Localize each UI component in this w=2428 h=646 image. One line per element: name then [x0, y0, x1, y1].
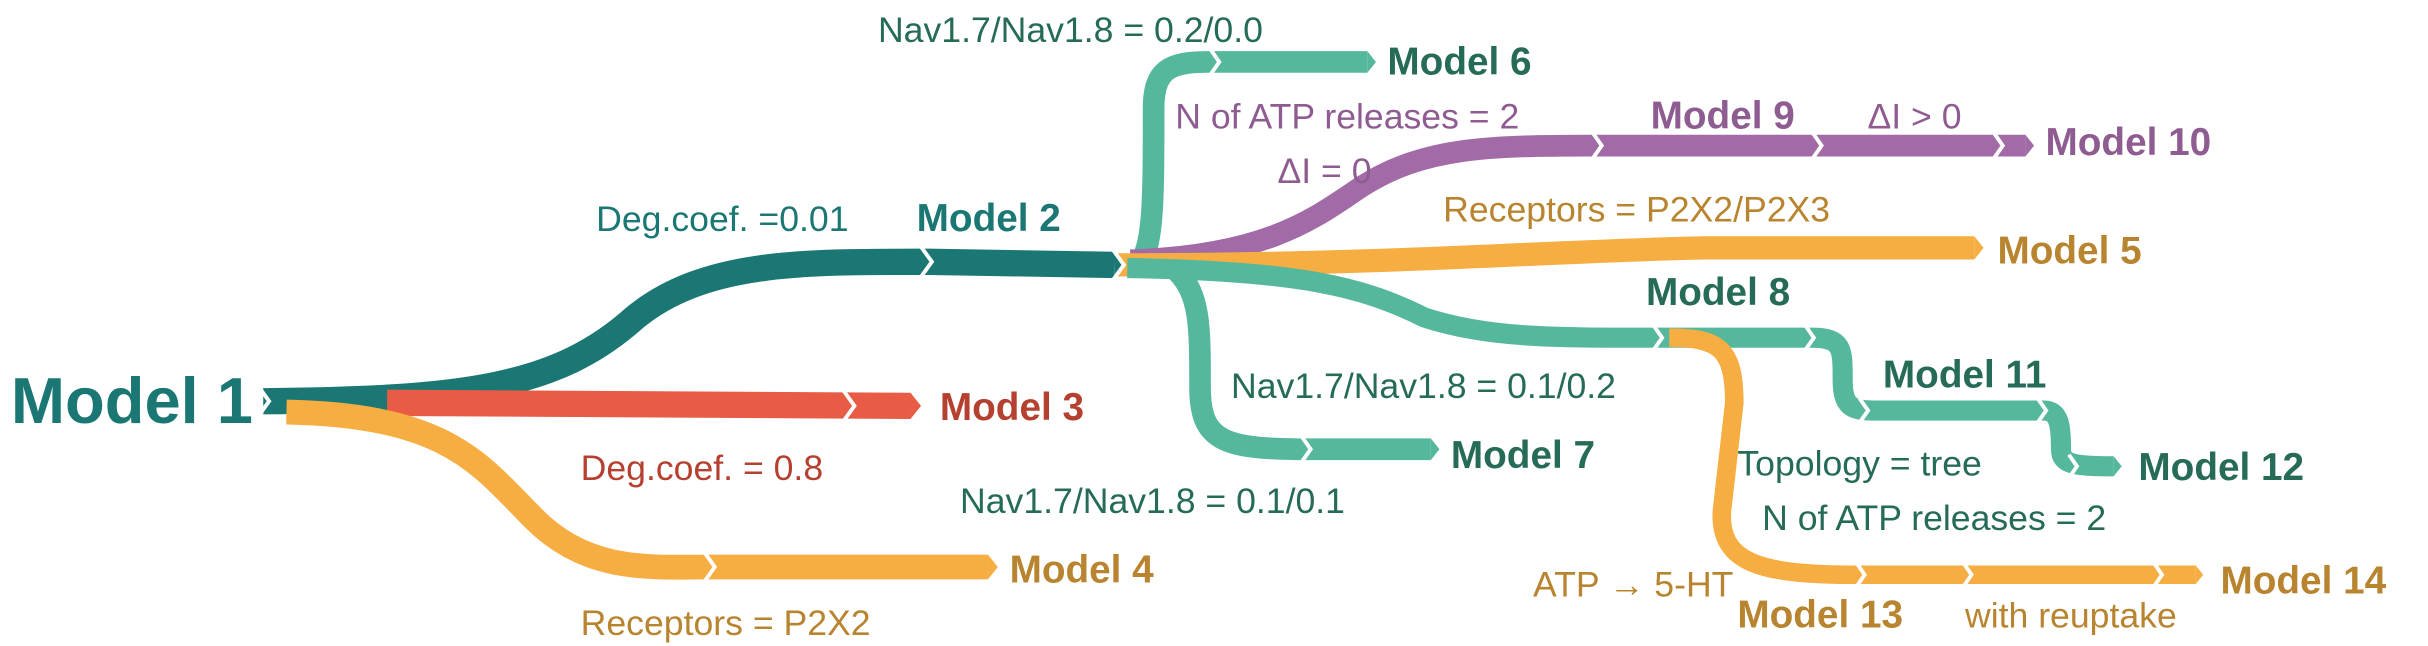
node-model-9[interactable]: Model 9 — [1651, 95, 1795, 138]
edge-label-model-5: Receptors = P2X2/P2X3 — [1443, 190, 1830, 230]
edge-label-model-12-topology: Topology = tree — [1737, 444, 1981, 484]
chevron-notch — [1811, 132, 1824, 160]
arrow-tip-icon — [1367, 51, 1376, 73]
arrow-tip-icon — [1974, 236, 1984, 260]
chevron-notch — [919, 245, 935, 279]
chevron-notch — [1209, 48, 1222, 76]
node-model-6[interactable]: Model 6 — [1387, 40, 1531, 83]
edge-label-model-7: Nav1.7/Nav1.8 = 0.1/0.1 — [960, 481, 1345, 521]
chevron-notch — [703, 551, 718, 583]
node-model-14[interactable]: Model 14 — [2221, 559, 2387, 602]
chevron-notch — [2152, 562, 2165, 587]
stream-model2-to-model9-10 — [1130, 134, 2026, 272]
chevron-notch — [1111, 248, 1127, 282]
edge-label-model-12-atp: N of ATP releases = 2 — [1762, 498, 2106, 538]
edge-label-model-9-delta: ΔI = 0 — [1277, 151, 1371, 191]
edge-label-model-3: Deg.coef. = 0.8 — [581, 448, 823, 488]
node-model-4[interactable]: Model 4 — [1010, 548, 1155, 591]
stream-model2-to-model6 — [1129, 51, 1368, 273]
edge-label-model-8: Nav1.7/Nav1.8 = 0.1/0.2 — [1231, 366, 1616, 406]
arrow-tip-icon — [1430, 438, 1440, 461]
chevron-notch — [2035, 397, 2049, 425]
chevron-notch — [841, 389, 857, 423]
stream-model2-to-model7 — [1168, 263, 1431, 461]
arrow-tip-icon — [2025, 134, 2035, 157]
node-model-2[interactable]: Model 2 — [917, 197, 1061, 240]
chevron-notch — [1803, 324, 1817, 352]
stream-model2-to-model8-11-12 — [1127, 257, 2114, 477]
chevron-notch — [256, 384, 272, 418]
node-model-10[interactable]: Model 10 — [2046, 121, 2212, 164]
edge-label-model-13: ATP → 5-HT — [1533, 564, 1733, 604]
chevron-notch — [1591, 132, 1605, 160]
node-model-13[interactable]: Model 13 — [1737, 593, 1903, 636]
chevron-notch — [2067, 453, 2080, 480]
node-model-11[interactable]: Model 11 — [1883, 353, 2047, 396]
stream-model1-to-model3 — [387, 389, 911, 420]
arrow-tip-icon — [987, 554, 998, 580]
stream-model1-to-model4 — [286, 399, 988, 580]
node-model-1[interactable]: Model 1 — [11, 364, 253, 437]
node-model-7[interactable]: Model 7 — [1451, 434, 1595, 477]
stream-model1-to-model2 — [263, 248, 1116, 415]
chevron-notch — [1300, 435, 1313, 463]
node-model-8[interactable]: Model 8 — [1646, 271, 1790, 314]
arrow-tip-icon — [2195, 565, 2204, 585]
node-model-12[interactable]: Model 12 — [2138, 446, 2304, 489]
stream-model8-to-model13-14 — [1669, 328, 2196, 585]
edge-label-model-10: ΔI > 0 — [1867, 97, 1961, 137]
edge-label-model-2: Deg.coef. =0.01 — [596, 199, 848, 239]
edge-label-model-9: N of ATP releases = 2 — [1175, 97, 1519, 137]
edge-label-model-6: Nav1.7/Nav1.8 = 0.2/0.0 — [878, 10, 1263, 50]
chevron-notch — [1857, 397, 1871, 425]
edge-label-model-4: Receptors = P2X2 — [581, 603, 871, 643]
chevron-notch — [1855, 562, 1868, 587]
arrow-tip-icon — [2113, 456, 2122, 477]
chevron-notch — [1992, 132, 2006, 160]
chevron-notch — [1962, 562, 1974, 587]
node-model-5[interactable]: Model 5 — [1998, 229, 2142, 272]
arrow-tip-icon — [910, 392, 922, 420]
edge-label-model-14: with reuptake — [1964, 595, 2177, 635]
node-model-3[interactable]: Model 3 — [940, 386, 1084, 429]
chevron-notch — [1651, 324, 1665, 352]
